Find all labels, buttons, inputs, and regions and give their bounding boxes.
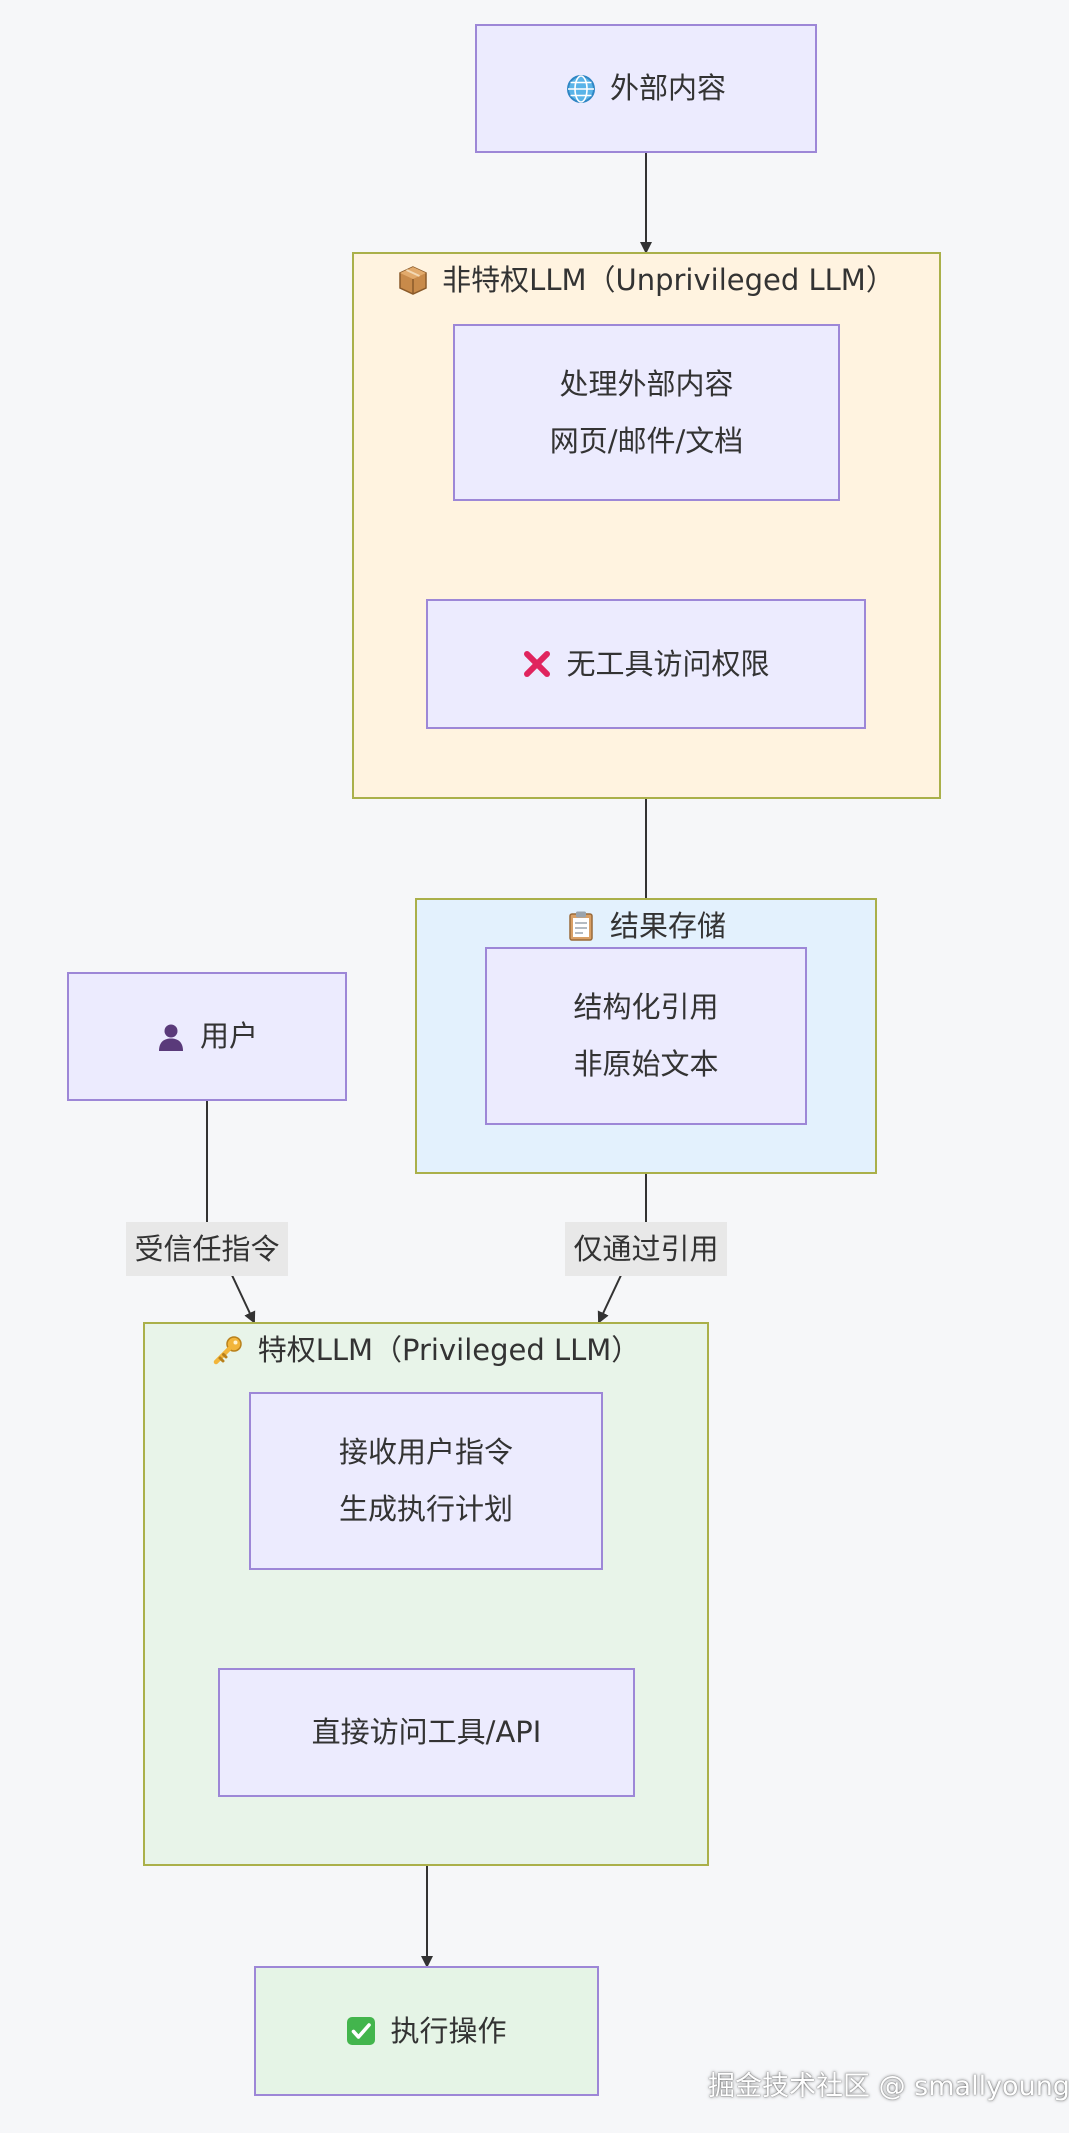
direct-tool-access-node: 直接访问工具/API	[218, 1668, 635, 1797]
receive-instructions-line1: 接收用户指令	[338, 1435, 513, 1469]
cross-mark-icon	[524, 651, 551, 677]
watermark-text: 掘金技术社区 @ smallyoung	[708, 2071, 1069, 2102]
receive-instructions-node: 接收用户指令 生成执行计划	[249, 1392, 603, 1570]
execute-label: 执行操作	[390, 2013, 507, 2048]
structured-reference-line2: 非原始文本	[573, 1047, 719, 1081]
check-mark-icon	[347, 2017, 376, 2045]
process-external-line2: 网页/邮件/文档	[549, 423, 744, 458]
process-external-line1: 处理外部内容	[559, 366, 734, 401]
structured-reference-line1: 结构化引用	[573, 990, 719, 1024]
package-icon	[399, 266, 427, 295]
execute-node: 执行操作	[254, 1966, 599, 2096]
result-storage-title-text: 结果存储	[609, 909, 726, 943]
external-content-node: 外部内容	[475, 24, 817, 153]
key-icon	[213, 1336, 242, 1365]
no-tool-access-node: 无工具访问权限	[426, 599, 866, 729]
user-icon	[158, 1024, 183, 1051]
globe-icon	[566, 74, 595, 103]
edge-label-trusted: 受信任指令	[126, 1222, 288, 1276]
clipboard-icon	[569, 911, 593, 941]
result-storage-title: 结果存储	[417, 906, 875, 946]
privileged-llm-title-text: 特权LLM（Privileged LLM）	[257, 1333, 641, 1367]
edge-user-to-privileged	[206, 1101, 256, 1324]
external-content-label: 外部内容	[609, 71, 726, 105]
unprivileged-llm-title-text: 非特权LLM（Unprivileged LLM）	[442, 263, 895, 297]
no-tool-access-label: 无工具访问权限	[566, 646, 770, 681]
user-label: 用户	[199, 1019, 258, 1053]
receive-instructions-line2: 生成执行计划	[338, 1492, 513, 1526]
process-external-node: 处理外部内容 网页/邮件/文档	[453, 324, 840, 501]
edge-label-reference-only: 仅通过引用	[565, 1222, 727, 1276]
structured-reference-node: 结构化引用 非原始文本	[485, 947, 807, 1125]
privileged-llm-title: 特权LLM（Privileged LLM）	[145, 1330, 707, 1370]
direct-tool-access-label: 直接访问工具/API	[311, 1715, 542, 1749]
user-node: 用户	[67, 972, 347, 1101]
unprivileged-llm-title: 非特权LLM（Unprivileged LLM）	[354, 260, 939, 300]
